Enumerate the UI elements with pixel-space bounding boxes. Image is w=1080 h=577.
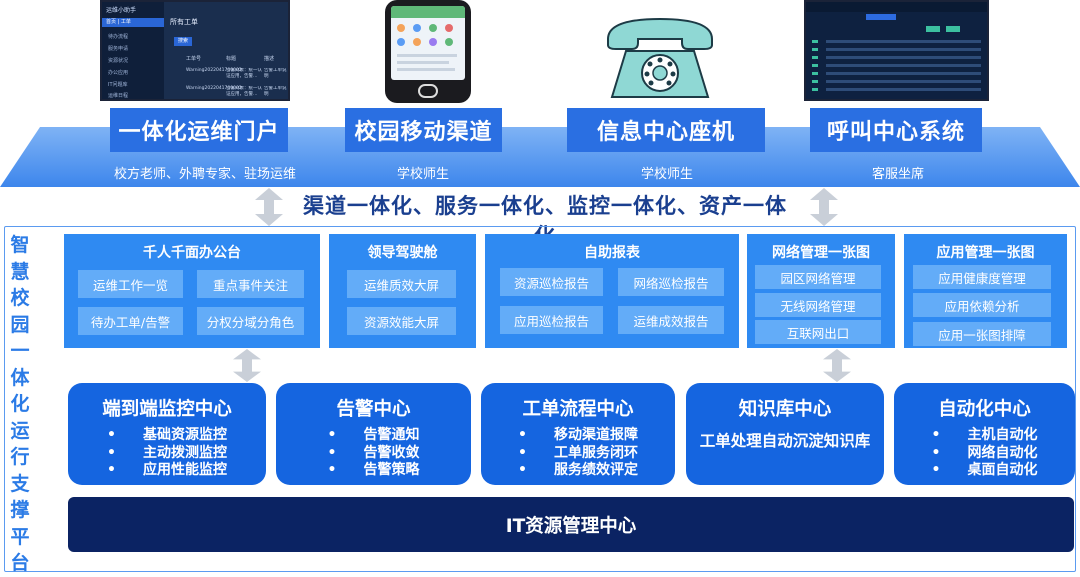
center-title: 自动化中心 <box>938 399 1031 420</box>
double-arrow-icon <box>233 349 261 382</box>
center-title: 工单流程中心 <box>522 399 634 420</box>
center-alerts[interactable]: 告警中心 告警通知 告警收敛 告警策略 <box>276 383 471 485</box>
portal-side-item: IT问题库 <box>108 82 128 88</box>
center-title: 告警中心 <box>336 399 411 420</box>
portal-sidebar: 运维小助手 首页 | 工单 待办流程 服务申请 资源状况 办公应用 IT问题库 … <box>102 2 164 99</box>
portal-col-header: 工单号 <box>186 56 202 62</box>
platform-side-title: 智慧校园一体化运行支撑平台 <box>10 234 30 574</box>
mobile-phone-illustration <box>385 0 471 103</box>
phone-home-button <box>418 84 438 98</box>
panel-chip[interactable]: 园区网络管理 <box>755 265 881 289</box>
center-description: 工单处理自动沉淀知识库 <box>699 432 871 450</box>
portal-cell: 告警对象：统一认证应用，告警… <box>226 68 262 79</box>
panel-reports: 自助报表 资源巡检报告 网络巡检报告 应用巡检报告 运维成效报告 <box>485 234 739 348</box>
portal-main: 所有工单 搜索 工单号 标题 描述 Warning2022041700002 告… <box>164 2 288 99</box>
panel-chip[interactable]: 网络巡检报告 <box>618 268 724 296</box>
panel-chip[interactable]: 运维质效大屏 <box>347 270 456 298</box>
portal-col-header: 标题 <box>226 56 237 62</box>
portal-side-item: 服务申请 <box>108 46 129 52</box>
portal-side-item: 运维日程 <box>108 93 129 99</box>
portal-cell: Warning2022041700002 <box>186 68 242 73</box>
double-arrow-icon <box>823 349 851 382</box>
center-item: 应用性能监控 <box>68 462 266 480</box>
channel-title-callcenter: 呼叫中心系统 <box>810 108 982 152</box>
channel-sub-mobile: 学校师生 <box>396 167 449 182</box>
panel-network-map: 网络管理一张图 园区网络管理 无线网络管理 互联网出口 <box>747 234 895 348</box>
panel-chip[interactable]: 应用健康度管理 <box>913 265 1051 289</box>
panel-chip[interactable]: 应用一张图排障 <box>913 322 1051 346</box>
channel-title-mobile: 校园移动渠道 <box>345 108 502 152</box>
center-item: 主机自动化 <box>894 427 1075 445</box>
panel-app-map: 应用管理一张图 应用健康度管理 应用依赖分析 应用一张图排障 <box>904 234 1067 348</box>
double-arrow-icon <box>810 188 838 226</box>
phone-screen <box>391 6 465 80</box>
center-item: 基础资源监控 <box>68 427 266 445</box>
center-item: 服务绩效评定 <box>481 462 675 480</box>
platform-frame <box>4 226 1076 572</box>
center-item: 主动拨测监控 <box>68 445 266 463</box>
center-item: 移动渠道报障 <box>481 427 675 445</box>
panel-chip[interactable]: 运维成效报告 <box>618 306 724 334</box>
portal-side-item: 待办流程 <box>108 34 129 40</box>
center-title: 知识库中心 <box>738 399 832 420</box>
panel-chip[interactable]: 互联网出口 <box>755 320 881 344</box>
center-item: 告警通知 <box>276 427 471 445</box>
integration-slogan: 渠道一体化、服务一体化、监控一体化、资产一体化 <box>303 194 787 248</box>
panel-chip[interactable]: 资源巡检报告 <box>500 268 603 296</box>
panel-chip[interactable]: 分权分域分角色 <box>197 307 304 335</box>
it-resource-center[interactable]: IT资源管理中心 <box>68 497 1074 552</box>
portal-main-title: 所有工单 <box>170 18 198 26</box>
center-title: 端到端监控中心 <box>102 399 232 420</box>
portal-search-button: 搜索 <box>174 37 192 46</box>
panel-title: 网络管理一张图 <box>772 245 870 261</box>
channel-title-landline: 信息中心座机 <box>567 108 765 152</box>
panel-chip[interactable]: 应用巡检报告 <box>500 306 603 334</box>
channel-sub-portal: 校方老师、外聘专家、驻场运维 <box>113 167 296 182</box>
panel-chip[interactable]: 重点事件关注 <box>197 270 304 298</box>
panel-chip[interactable]: 待办工单/告警 <box>78 307 183 335</box>
portal-col-header: 描述 <box>264 56 275 62</box>
panel-workbench: 千人千面办公台 运维工作一览 重点事件关注 待办工单/告警 分权分域分角色 <box>64 234 320 348</box>
channel-sub-callcenter: 客服坐席 <box>871 167 924 182</box>
panel-title: 应用管理一张图 <box>936 245 1035 261</box>
center-item: 告警收敛 <box>276 445 471 463</box>
call-center-screenshot <box>804 0 989 101</box>
panel-chip[interactable]: 无线网络管理 <box>755 293 881 317</box>
panel-chip[interactable]: 资源效能大屏 <box>347 307 456 335</box>
portal-cell: 告警工单说明 <box>264 86 287 97</box>
center-item: 工单服务闭环 <box>481 445 675 463</box>
desk-telephone-illustration <box>607 17 713 98</box>
portal-side-item: 首页 | 工单 <box>102 18 164 27</box>
center-item-list: 告警通知 告警收敛 告警策略 <box>276 427 471 480</box>
portal-cell: Warning2022041700002 <box>186 86 242 91</box>
center-automation[interactable]: 自动化中心 主机自动化 网络自动化 桌面自动化 <box>894 383 1075 485</box>
double-arrow-icon <box>255 188 283 226</box>
center-monitoring[interactable]: 端到端监控中心 基础资源监控 主动拨测监控 应用性能监控 <box>68 383 266 485</box>
center-workflow[interactable]: 工单流程中心 移动渠道报障 工单服务闭环 服务绩效评定 <box>481 383 675 485</box>
center-item: 网络自动化 <box>894 445 1075 463</box>
center-item-list: 移动渠道报障 工单服务闭环 服务绩效评定 <box>481 427 675 480</box>
portal-screenshot: 运维小助手 首页 | 工单 待办流程 服务申请 资源状况 办公应用 IT问题库 … <box>100 0 290 101</box>
panel-chip[interactable]: 运维工作一览 <box>78 270 183 298</box>
portal-side-item: 资源状况 <box>108 58 129 64</box>
center-item: 桌面自动化 <box>894 462 1075 480</box>
panel-title: 千人千面办公台 <box>143 245 241 261</box>
center-item-list: 主机自动化 网络自动化 桌面自动化 <box>894 427 1075 480</box>
center-item-list: 基础资源监控 主动拨测监控 应用性能监控 <box>68 427 266 480</box>
center-item: 告警策略 <box>276 462 471 480</box>
panel-title: 领导驾驶舱 <box>367 245 438 261</box>
channel-sub-landline: 学校师生 <box>640 167 693 182</box>
channel-title-portal: 一体化运维门户 <box>110 108 288 152</box>
center-knowledge-base[interactable]: 知识库中心 工单处理自动沉淀知识库 <box>686 383 884 485</box>
portal-cell: 告警工单说明 <box>264 68 287 79</box>
panel-title: 自助报表 <box>584 245 640 261</box>
panel-cockpit: 领导驾驶舱 运维质效大屏 资源效能大屏 <box>329 234 476 348</box>
panel-chip[interactable]: 应用依赖分析 <box>913 293 1051 317</box>
portal-cell: 告警对象：统一认证应用，告警… <box>226 86 262 97</box>
portal-app-name: 运维小助手 <box>106 7 137 14</box>
portal-side-item: 办公应用 <box>108 70 129 76</box>
